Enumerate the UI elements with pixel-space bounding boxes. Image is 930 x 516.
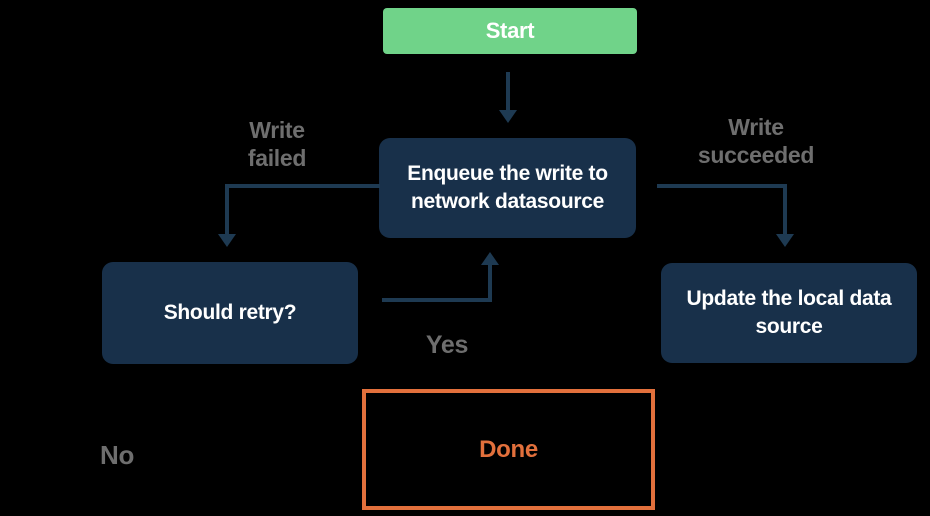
edge-segment (506, 72, 510, 110)
edge-segment (783, 184, 787, 234)
node-done: Done (362, 389, 655, 510)
node-enqueue-write: Enqueue the write to network datasource (379, 138, 636, 238)
edge-segment (488, 265, 492, 302)
node-start-label: Start (485, 18, 535, 43)
node-update-local-source-label: Update the local data source (686, 287, 892, 338)
edge-label-yes: Yes (425, 331, 469, 359)
edge-segment (657, 184, 787, 188)
arrowhead-down-icon (499, 110, 517, 123)
node-should-retry: Should retry? (102, 262, 358, 364)
arrowhead-down-icon (776, 234, 794, 247)
node-update-local-source: Update the local data source (661, 263, 917, 363)
edge-label-no: No (100, 440, 135, 470)
edge-segment (225, 184, 380, 188)
edge-segment (225, 184, 229, 234)
edge-label-write-failed: Write failed (247, 117, 307, 172)
node-should-retry-label: Should retry? (163, 301, 297, 324)
node-enqueue-write-label: Enqueue the write to network datasource (407, 162, 608, 213)
arrowhead-down-icon (218, 234, 236, 247)
edge-segment (382, 298, 492, 302)
edge-label-write-succeeded: Write succeeded (697, 114, 815, 169)
node-start: Start (383, 8, 637, 54)
node-done-label: Done (479, 435, 538, 463)
arrowhead-up-icon (481, 252, 499, 265)
